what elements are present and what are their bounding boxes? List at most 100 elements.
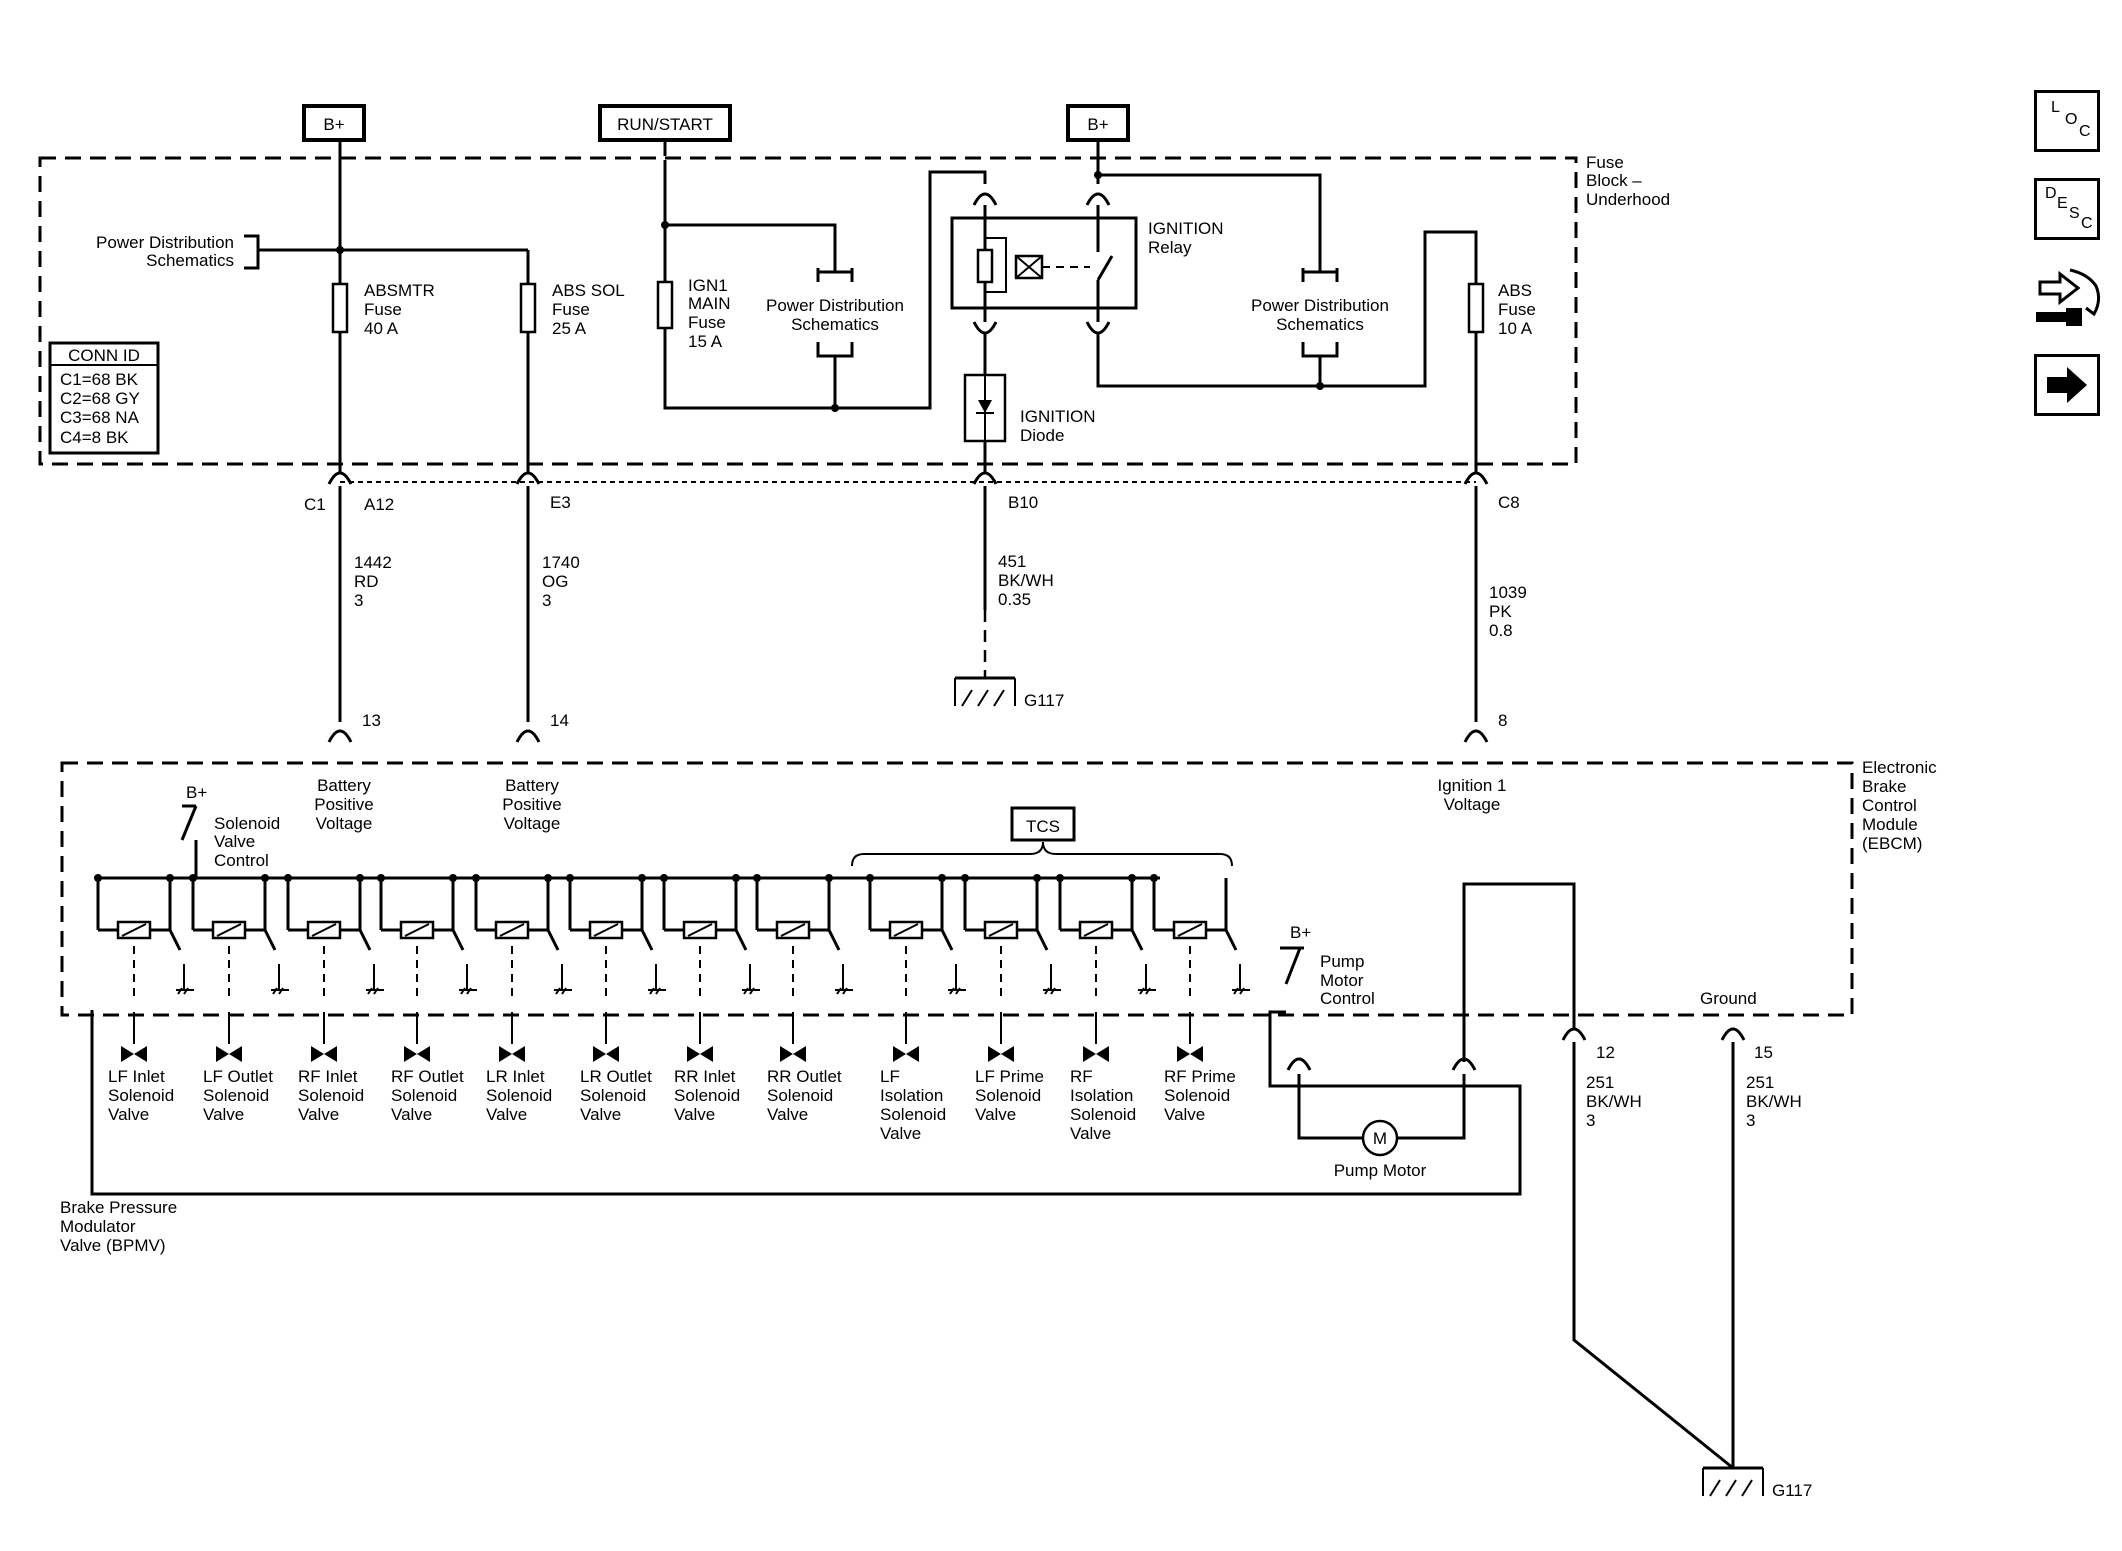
svg-text:Valve (BPMV): Valve (BPMV) <box>60 1236 166 1255</box>
valve-symbol-icon <box>700 1046 713 1062</box>
absmtr-fuse-circuit: ABSMTR Fuse 40 A <box>331 140 435 474</box>
solenoid-coil <box>660 874 760 1044</box>
svg-text:BK/WH: BK/WH <box>998 571 1054 590</box>
valve-symbol-icon <box>499 1046 512 1062</box>
svg-text:C8: C8 <box>1498 493 1520 512</box>
svg-text:Brake Pressure: Brake Pressure <box>60 1198 177 1217</box>
valve-label-line: Solenoid <box>767 1086 833 1105</box>
valve-symbol-icon <box>793 1046 806 1062</box>
description-button[interactable]: D E S C <box>2034 178 2100 240</box>
svg-text:Fuse: Fuse <box>688 313 726 332</box>
valve-label-line: RR Inlet <box>674 1067 736 1086</box>
power-distribution-ref-right: Power Distribution Schematics <box>1096 173 1478 390</box>
svg-text:Pump: Pump <box>1320 952 1364 971</box>
loc-letter-l: L <box>2051 99 2060 116</box>
valve-symbol-icon <box>121 1046 134 1062</box>
svg-text:RD: RD <box>354 572 379 591</box>
valve-label-line: LR Inlet <box>486 1067 545 1086</box>
svg-text:Block –: Block – <box>1586 171 1642 190</box>
valve-label-line: Solenoid <box>1164 1086 1230 1105</box>
solenoid-coil <box>753 874 853 1044</box>
svg-text:Relay: Relay <box>1148 238 1192 257</box>
ign1-main-fuse-circuit: IGN1 MAIN Fuse 15 A <box>656 140 987 410</box>
run-start-source: RUN/START <box>598 104 732 142</box>
svg-text:3: 3 <box>1746 1111 1755 1130</box>
arrow-right-icon <box>2047 367 2087 403</box>
svg-text:251: 251 <box>1586 1073 1614 1092</box>
svg-text:Power Distribution: Power Distribution <box>96 233 234 252</box>
solenoid-coil <box>472 874 572 1044</box>
valve-label-line: Solenoid <box>298 1086 364 1105</box>
valve-symbol-icon <box>906 1046 919 1062</box>
svg-text:Power Distribution: Power Distribution <box>766 296 904 315</box>
valve-label-line: LR Outlet <box>580 1067 652 1086</box>
solenoid-coil <box>1056 874 1156 1044</box>
svg-text:IGNITION: IGNITION <box>1020 407 1096 426</box>
svg-text:TCS: TCS <box>1026 817 1060 836</box>
valve-symbol-icon <box>216 1046 229 1062</box>
solenoid-coil <box>377 874 477 1044</box>
valve-label-line: Isolation <box>1070 1086 1133 1105</box>
power-distribution-ref-middle: Power Distribution Schematics <box>766 268 904 412</box>
solenoid-coil <box>189 874 289 1044</box>
connector-end-view-icon[interactable] <box>2030 262 2104 338</box>
bplus-source-right: B+ <box>1066 104 1130 142</box>
valve-label-line: Valve <box>203 1105 244 1124</box>
valve-label-line: LF Outlet <box>203 1067 273 1086</box>
valve-label-line: RF Outlet <box>391 1067 464 1086</box>
svg-text:3: 3 <box>1586 1111 1595 1130</box>
conn-id-box: CONN ID C1=68 BK C2=68 GY C3=68 NA C4=8 … <box>48 341 160 455</box>
svg-text:B+: B+ <box>186 783 207 802</box>
svg-text:Positive: Positive <box>314 795 374 814</box>
svg-text:Battery: Battery <box>317 776 371 795</box>
ground-g117-bottom: G117 <box>1702 1466 1812 1500</box>
svg-text:CONN ID: CONN ID <box>68 346 140 365</box>
svg-text:Underhood: Underhood <box>1586 190 1670 209</box>
valve-symbol-icon <box>780 1046 793 1062</box>
solenoid-coil <box>94 874 194 1044</box>
valve-label-line: LF Prime <box>975 1067 1044 1086</box>
svg-text:Voltage: Voltage <box>1444 795 1501 814</box>
valve-label-line: Valve <box>486 1105 527 1124</box>
valve-label-line: RF Prime <box>1164 1067 1236 1086</box>
svg-text:E3: E3 <box>550 493 571 512</box>
svg-text:Battery: Battery <box>505 776 559 795</box>
pump-motor: M Pump Motor <box>1286 1057 1477 1180</box>
svg-text:Solenoid: Solenoid <box>214 814 280 833</box>
wire-1740: 1740 OG 3 <box>526 486 580 722</box>
svg-text:Schematics: Schematics <box>1276 315 1364 334</box>
valve-symbol-icon <box>1190 1046 1203 1062</box>
valve-label-line: Valve <box>391 1105 432 1124</box>
svg-text:Fuse: Fuse <box>364 300 402 319</box>
svg-text:8: 8 <box>1498 711 1507 730</box>
next-page-button[interactable] <box>2034 354 2100 416</box>
svg-text:1442: 1442 <box>354 553 392 572</box>
svg-text:A12: A12 <box>364 495 394 514</box>
valve-label-line: RF Inlet <box>298 1067 358 1086</box>
valve-label-line: Valve <box>767 1105 808 1124</box>
svg-text:M: M <box>1373 1129 1387 1148</box>
svg-text:Power Distribution: Power Distribution <box>1251 296 1389 315</box>
valve-symbol-icon <box>1001 1046 1014 1062</box>
valve-label-line: RR Outlet <box>767 1067 842 1086</box>
ground-g117-top: G117 <box>954 676 1064 710</box>
fuse-block-boundary <box>38 156 1578 466</box>
desc-letter-c: C <box>2081 215 2093 232</box>
valve-symbol-icon <box>893 1046 906 1062</box>
solenoid-coil <box>866 874 966 1044</box>
valve-label-line: Solenoid <box>975 1086 1041 1105</box>
svg-text:12: 12 <box>1596 1043 1615 1062</box>
svg-text:B+: B+ <box>1087 115 1108 134</box>
svg-text:Positive: Positive <box>502 795 562 814</box>
svg-text:Brake: Brake <box>1862 777 1906 796</box>
location-button[interactable]: L O C <box>2034 90 2100 152</box>
svg-text:251: 251 <box>1746 1073 1774 1092</box>
